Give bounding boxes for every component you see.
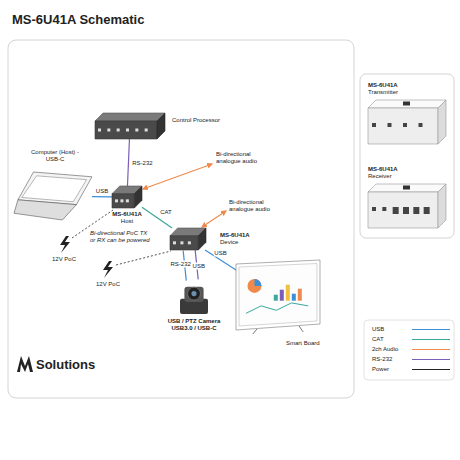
edge-label: RS-232: [169, 261, 191, 268]
node-label: Smart Board: [286, 340, 346, 347]
legend-text: Power: [372, 366, 389, 373]
edge-label: USB: [213, 249, 227, 256]
node-label: MS-6U41A: [220, 232, 270, 239]
legend-swatch: [412, 359, 450, 360]
device-node: Computer (Host) - USB-C: [14, 172, 92, 220]
note-label: Bi-directional PoC TX or RX can be power…: [90, 230, 150, 244]
legend-swatch: [412, 349, 450, 350]
power-line: [116, 251, 171, 265]
diagram-title: MS-6U41A Schematic: [12, 12, 144, 27]
audio-line: [202, 211, 226, 227]
note-label: Bi-directional analogue audio: [216, 151, 266, 165]
device-node: Control Processor: [95, 113, 165, 139]
node-label: MS-6U41A: [102, 211, 152, 218]
device-node: MS-6U41AReceiver: [368, 184, 446, 228]
device-node: MS-6U41ATransmitter: [368, 100, 446, 144]
legend-text: 2ch Audio: [372, 346, 398, 353]
device-node: MS-6U41AHost: [112, 186, 142, 208]
legend-swatch: [412, 339, 450, 340]
note-label: 12V PoC: [52, 256, 92, 263]
legend-text: USB: [372, 326, 384, 333]
device-node: Smart Board: [236, 260, 320, 334]
node-label: Transmitter: [368, 89, 446, 96]
edge-label: USB: [192, 262, 206, 269]
signal-connector: [205, 250, 236, 270]
edge-label: RS-232: [131, 159, 153, 166]
legend-text: CAT: [372, 336, 384, 343]
node-caption: MS-6U41AHost: [102, 211, 152, 225]
node-label: Host: [102, 218, 152, 225]
lightning-icon: [60, 236, 70, 253]
device-icon: [178, 280, 210, 314]
legend-text: RS-232: [372, 356, 392, 363]
signal-connector: [92, 196, 112, 197]
edge-label: CAT: [159, 208, 173, 215]
audio-line: [143, 164, 212, 189]
product-panel: [360, 74, 454, 238]
device-icon: [236, 260, 320, 334]
node-caption: MS-6U41ATransmitter: [368, 82, 446, 96]
device-icon: [14, 172, 92, 220]
logo-icon: [17, 356, 33, 372]
device-icon: [170, 228, 206, 250]
node-caption: Control Processor: [172, 117, 242, 124]
lightning-icon: [103, 261, 113, 278]
main-panel: [8, 40, 354, 398]
signal-connector: [127, 139, 129, 186]
edge-label: USB: [95, 187, 109, 194]
legend-swatch: [412, 329, 450, 330]
node-caption: MS-6U41AReceiver: [368, 166, 446, 180]
device-icon: [368, 100, 446, 144]
note-label: Bi-directional analogue audio: [229, 199, 279, 213]
node-caption: USB / PTZ Camera USB3.0 / USB-C: [162, 318, 226, 332]
node-label: MS-6U41A: [368, 166, 446, 173]
note-label: 12V PoC: [96, 281, 136, 288]
node-label: Receiver: [368, 173, 446, 180]
node-caption: Computer (Host) - USB-C: [30, 149, 80, 163]
node-label: USB / PTZ Camera USB3.0 / USB-C: [162, 318, 226, 332]
device-node: USB / PTZ Camera USB3.0 / USB-C: [178, 280, 210, 314]
device-icon: [95, 113, 165, 139]
node-label: MS-6U41A: [368, 82, 446, 89]
node-caption: MS-6U41ADevice: [220, 232, 270, 246]
logo-text: Solutions: [36, 357, 116, 372]
device-icon: [368, 184, 446, 228]
signal-connector: [142, 207, 172, 228]
legend-frame: [364, 320, 454, 380]
legend-swatch: [412, 369, 450, 370]
node-label: Control Processor: [172, 117, 242, 124]
node-caption: Smart Board: [286, 340, 346, 347]
node-label: Computer (Host) - USB-C: [30, 149, 80, 163]
node-label: Device: [220, 239, 270, 246]
device-icon: [112, 186, 142, 208]
device-node: MS-6U41ADevice: [170, 228, 206, 250]
